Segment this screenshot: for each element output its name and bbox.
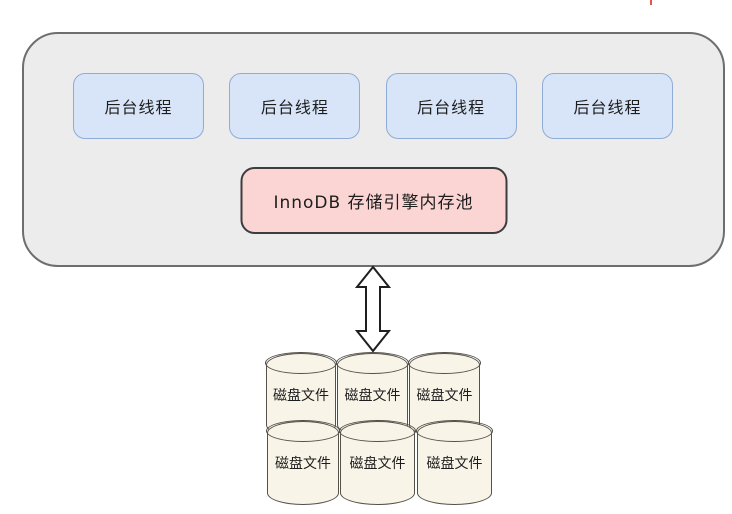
disk-label: 磁盘文件	[275, 456, 331, 472]
disk-label: 磁盘文件	[349, 456, 406, 472]
disk-cylinder-4: 磁盘文件	[266, 420, 340, 505]
disk-label: 磁盘文件	[416, 388, 473, 404]
background-thread-box-1: 后台线程	[73, 73, 204, 139]
background-threads-row: 后台线程 后台线程 后台线程 后台线程	[73, 73, 673, 139]
background-thread-box-2: 后台线程	[229, 73, 361, 139]
background-thread-box-3: 后台线程	[385, 73, 517, 139]
disk-label: 磁盘文件	[426, 456, 483, 472]
disk-label: 磁盘文件	[344, 388, 401, 404]
disk-cylinder-5: 磁盘文件	[339, 420, 416, 505]
disk-cylinder-6: 磁盘文件	[416, 420, 493, 505]
background-thread-box-4: 后台线程	[541, 73, 673, 139]
innodb-engine-container: 后台线程 后台线程 后台线程 后台线程 InnoDB 存储引擎内存池	[22, 32, 725, 267]
double-arrow-icon	[354, 265, 392, 353]
disk-label: 磁盘文件	[273, 388, 329, 404]
red-caret-artifact	[650, 0, 652, 5]
memory-pool-box: InnoDB 存储引擎内存池	[240, 167, 507, 234]
